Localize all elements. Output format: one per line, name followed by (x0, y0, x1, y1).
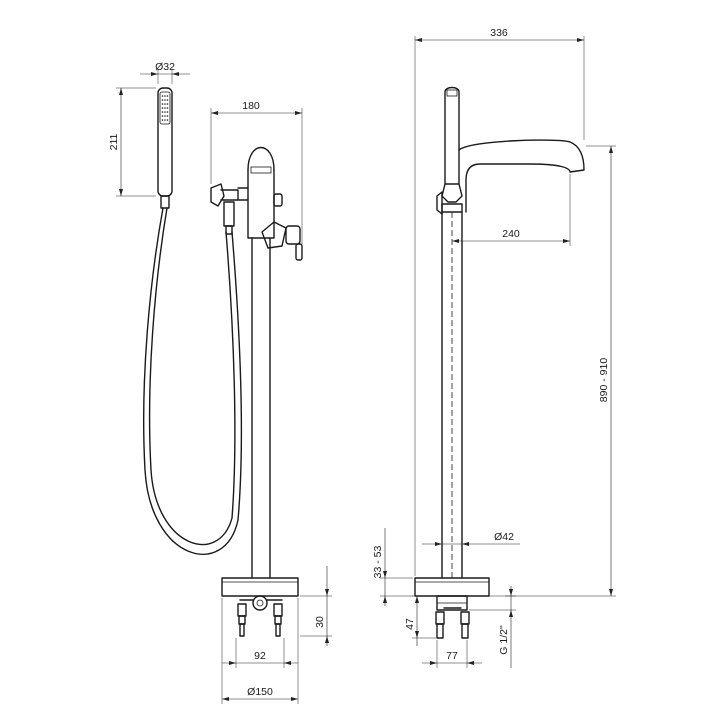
front-floor-fixings (237, 595, 283, 637)
hand-shower (157, 87, 173, 209)
dim-front-width: 180 (210, 100, 303, 244)
dim-fixing-spacing: 92 (222, 638, 298, 668)
hose-connector (210, 183, 239, 235)
side-view: 336 240 890 - 910 Ø42 (372, 27, 616, 668)
label-handshower-height: 211 (108, 133, 120, 150)
side-column (441, 211, 463, 579)
mixer-column (237, 146, 283, 579)
dim-handshower-diameter: Ø32 (140, 61, 190, 84)
dim-total-height: 890 - 910 (505, 145, 616, 597)
dim-spout-reach: 240 (452, 174, 571, 246)
dim-base-cover-height: 33 - 53 (372, 528, 413, 606)
label-pipe-diameter: Ø42 (494, 531, 514, 543)
dim-side-total-width: 336 (414, 27, 585, 576)
side-floor-fixings (435, 595, 470, 639)
label-connection-thread: G 1/2" (498, 625, 510, 655)
label-base-diameter: Ø150 (247, 686, 273, 698)
front-view: Ø32 211 180 30 (108, 61, 332, 704)
label-total-height: 890 - 910 (598, 358, 610, 403)
dim-floor-fixing-depth: 30 (300, 566, 332, 646)
shower-hose (142, 207, 243, 555)
label-fixing-width: 77 (446, 650, 458, 662)
front-base (221, 577, 299, 597)
label-floor-fixing-depth: 30 (314, 616, 326, 628)
side-base (414, 577, 490, 597)
dim-fixing-height: 47 (404, 595, 436, 646)
lever-handle (261, 221, 303, 261)
side-hose-holder (436, 191, 443, 215)
dim-connection-thread: G 1/2" (469, 586, 516, 668)
label-front-width: 180 (242, 100, 260, 112)
dim-fixing-width: 77 (422, 640, 482, 668)
dim-base-diameter: Ø150 (221, 598, 299, 704)
label-handshower-diameter: Ø32 (155, 61, 175, 73)
label-fixing-spacing: 92 (254, 650, 266, 662)
dim-handshower-height: 211 (108, 87, 156, 197)
label-side-total-width: 336 (490, 27, 508, 39)
label-base-cover-height: 33 - 53 (372, 546, 384, 579)
dim-pipe-diameter: Ø42 (422, 531, 520, 546)
side-spout (458, 139, 585, 213)
label-spout-reach: 240 (502, 228, 520, 240)
label-fixing-height: 47 (404, 618, 416, 630)
